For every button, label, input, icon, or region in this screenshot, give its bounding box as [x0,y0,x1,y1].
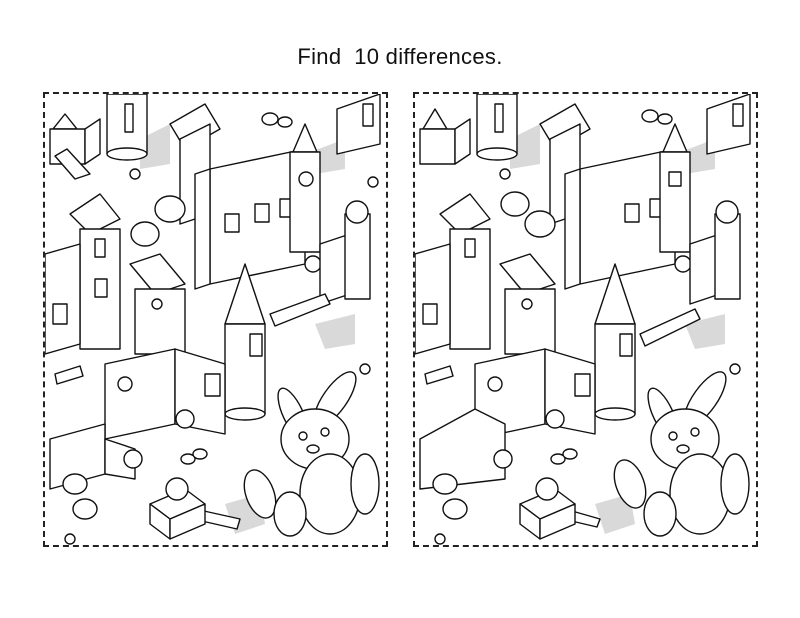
toy-town-scene-left [45,94,381,545]
truck-block-icon [419,408,506,490]
pencil-icon [269,293,331,327]
butterfly-icon [500,191,556,238]
butterfly-icon [62,473,98,520]
butterfly-icon [130,195,186,247]
ball-icon [493,449,513,469]
butterfly-icon [261,112,293,128]
puzzle-title: Find 10 differences. [297,44,503,69]
house-roof-icon [69,193,121,235]
bunny-toy-icon [613,371,750,537]
ball-icon [165,477,189,501]
cone-block-icon [52,113,78,130]
left-picture-panel[interactable] [43,92,388,547]
ball-icon [545,409,565,429]
ball-icon [175,409,195,429]
right-picture-panel[interactable] [413,92,758,547]
tower-cone-icon [292,123,318,153]
block-wall-icon [104,348,176,440]
butterfly-icon [641,109,673,125]
pencil-icon [639,308,701,347]
butterfly-icon [550,448,578,465]
butterfly-icon [180,448,208,465]
bunny-toy-icon [243,371,380,537]
pencil-icon [54,365,84,385]
ball-icon [123,449,143,469]
ball-icon [535,477,559,501]
butterfly-icon [432,473,468,520]
cone-block-icon [422,108,448,130]
house-roof-icon [439,193,491,235]
tower-cone-icon [662,123,688,153]
toy-town-scene-right [415,94,751,545]
pencil-icon [424,365,454,385]
